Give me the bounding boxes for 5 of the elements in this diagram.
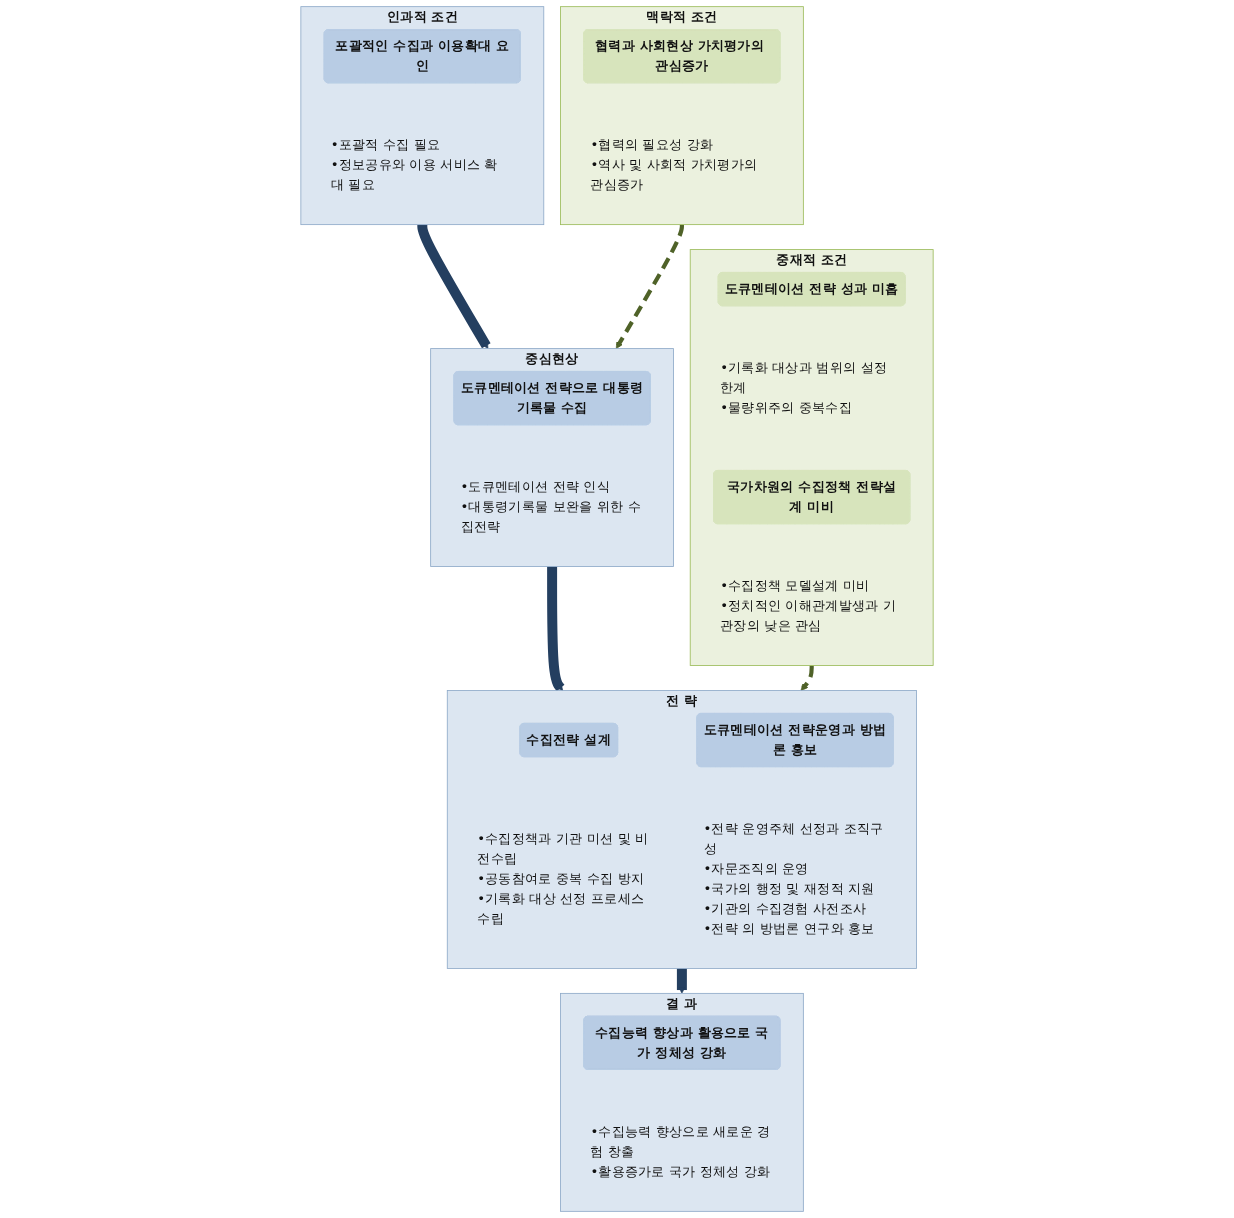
arrow	[615, 224, 684, 349]
arrow	[417, 221, 491, 349]
arrow	[800, 665, 814, 691]
arrow	[676, 965, 687, 994]
arrow	[547, 566, 565, 692]
